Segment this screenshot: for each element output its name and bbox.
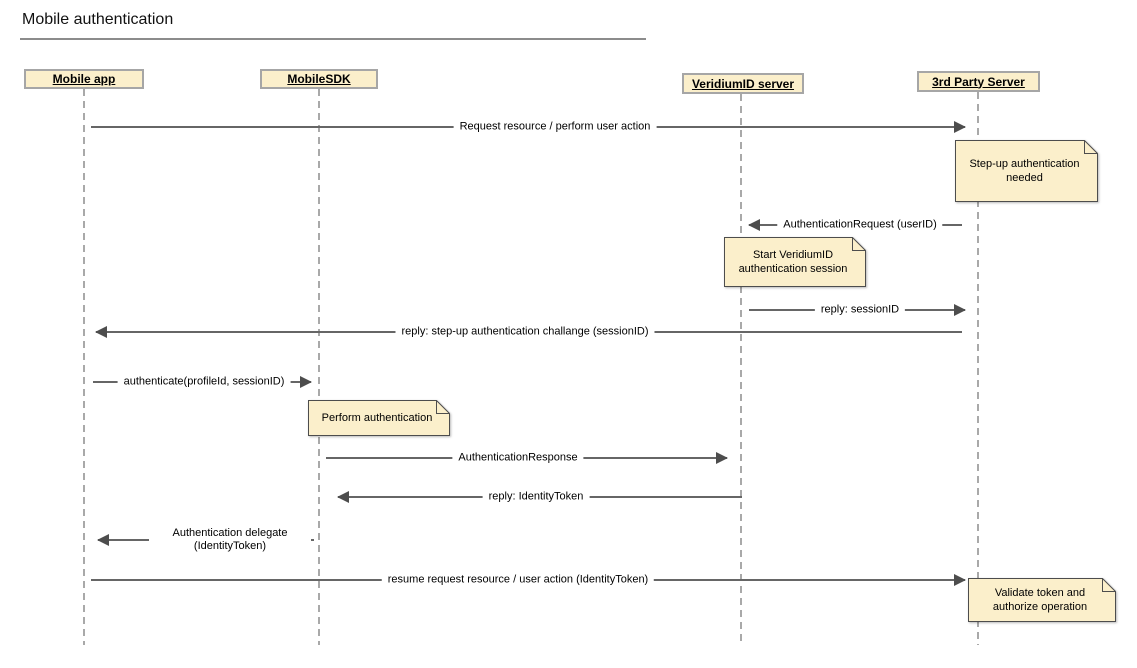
message-label: AuthenticationRequest (userID) [777,218,943,232]
arrowhead-right-icon [954,121,966,133]
note-shape-icon [724,237,866,287]
message-label: authenticate(profileId, sessionID) [117,375,291,389]
message-step-up-challenge: reply: step-up authentication challange … [95,322,963,342]
note-step-up-needed: Step-up authentication needed [955,140,1098,202]
message-label: reply: IdentityToken [482,490,590,504]
actor-label-veridiumid-server: VeridiumID server [691,76,795,91]
message-label: reply: step-up authentication challange … [395,325,655,339]
actor-label-mobile-app: Mobile app [52,72,116,86]
note-perform-authentication: Perform authentication [308,400,450,436]
message-authentication-response: AuthenticationResponse [325,448,728,468]
arrowhead-right-icon [300,376,312,388]
actor-box-mobile-sdk: MobileSDK [260,69,378,89]
message-resume-request: resume request resource / user action (I… [90,570,966,590]
arrowhead-right-icon [954,574,966,586]
message-label: AuthenticationResponse [452,451,584,465]
lifeline-mobile-app [83,89,85,645]
lifeline-veridiumid-server [740,94,742,645]
note-validate-token: Validate token and authorize operation [968,578,1116,622]
diagram-title: Mobile authentication [22,11,174,28]
message-label: reply: sessionID [814,303,906,317]
note-shape-icon [308,400,450,436]
message-reply-session-id: reply: sessionID [748,300,966,320]
title-underline [20,38,646,40]
message-request-resource: Request resource / perform user action [90,117,966,137]
message-label: resume request resource / user action (I… [381,573,655,587]
note-text: Start VeridiumID authentication session [738,249,848,275]
actor-label-mobile-sdk: MobileSDK [287,72,351,86]
actor-label-third-party-server: 3rd Party Server [932,74,1025,89]
actor-box-mobile-app: Mobile app [24,69,144,89]
actor-box-veridiumid-server: VeridiumID server [682,73,804,94]
message-label: Request resource / perform user action [453,120,657,134]
arrowhead-left-icon [748,219,760,231]
arrowhead-left-icon [97,534,109,546]
arrowhead-left-icon [337,491,349,503]
message-authentication-request: AuthenticationRequest (userID) [748,215,963,235]
message-reply-identity-token: reply: IdentityToken [337,487,743,507]
arrowhead-right-icon [954,304,966,316]
note-shape-icon [955,140,1098,202]
note-start-session: Start VeridiumID authentication session [724,237,866,287]
note-text: Step-up authentication needed [969,158,1080,184]
note-text: Validate token and authorize operation [992,587,1088,613]
actor-box-third-party-server: 3rd Party Server [917,71,1040,92]
lifeline-third-party-server [977,92,979,645]
message-label: Authentication delegate (IdentityToken) [149,527,311,553]
note-shape-icon [968,578,1116,622]
lifeline-mobile-sdk [318,89,320,645]
message-authenticate: authenticate(profileId, sessionID) [92,372,312,392]
note-text: Perform authentication [321,412,433,424]
arrowhead-right-icon [716,452,728,464]
message-authentication-delegate: Authentication delegate (IdentityToken) [97,527,315,553]
arrowhead-left-icon [95,326,107,338]
